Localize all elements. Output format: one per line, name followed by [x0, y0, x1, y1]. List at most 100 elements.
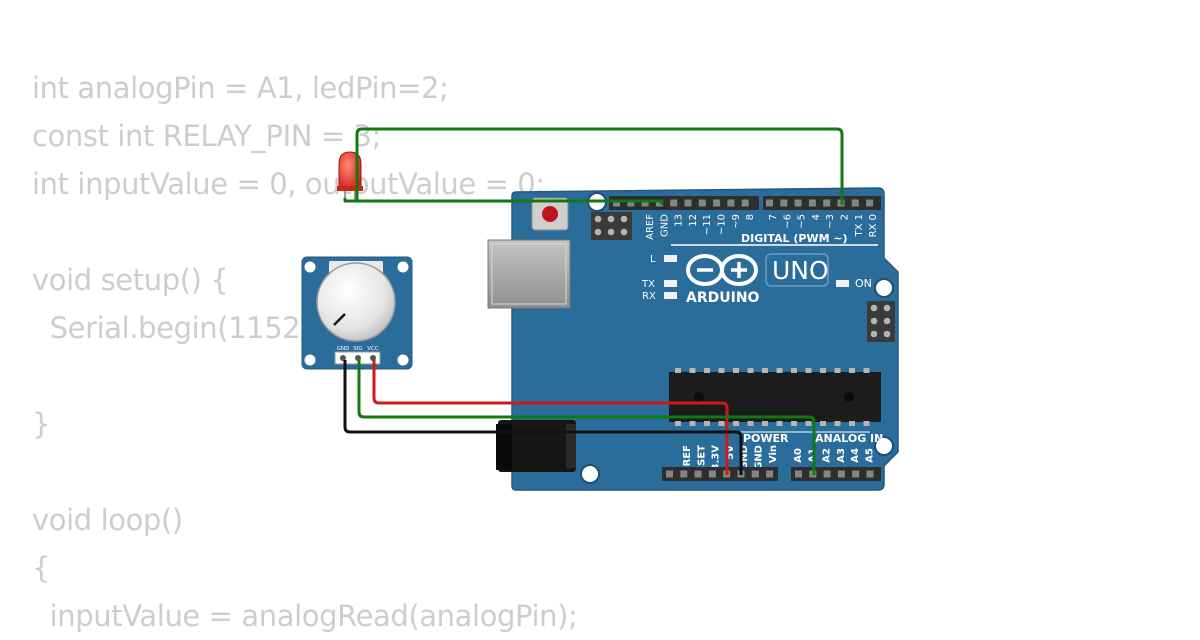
analog-header-label: ANALOG IN — [815, 432, 883, 445]
header-pin-hole[interactable] — [866, 470, 874, 478]
header-pin-hole[interactable] — [837, 470, 845, 478]
header-pin-hole[interactable] — [866, 199, 874, 207]
red-led[interactable] — [337, 151, 363, 200]
pin-label: GND — [754, 445, 765, 470]
pin-label: ~3 — [825, 214, 836, 229]
pin-label: 5V — [725, 445, 736, 460]
dc-power-jack — [496, 420, 576, 472]
header-pin-hole[interactable] — [680, 470, 688, 478]
pin-label: A3 — [836, 448, 847, 463]
pot-pin-label: SIG — [353, 346, 362, 352]
header-pin-hole[interactable] — [795, 470, 802, 478]
code-line: const int RELAY_PIN = 3; — [32, 119, 381, 153]
usb-connector — [487, 239, 571, 309]
header-pin-hole[interactable] — [766, 199, 773, 207]
header-pin-hole[interactable] — [808, 199, 816, 207]
pin-label: ~10 — [717, 214, 728, 235]
code-line: void setup() { — [32, 263, 229, 297]
mounting-hole — [874, 278, 894, 298]
pin-label: ~6 — [782, 214, 793, 229]
code-line: int analogPin = A1, ledPin=2; — [32, 71, 449, 105]
pin-label: RX 0 — [868, 214, 879, 237]
pin-label: RESET — [696, 445, 707, 481]
header-pin-hole[interactable] — [780, 199, 788, 207]
pin-label: ~9 — [731, 214, 742, 229]
pot-pin-label: VCC — [367, 346, 379, 352]
wire-pot-gnd-to-gnd[interactable] — [343, 360, 743, 475]
pin-label: A4 — [850, 448, 861, 463]
code-line: int inputValue = 0, outputValue = 0; — [32, 167, 545, 201]
wire-led-to-gnd[interactable] — [343, 198, 664, 205]
header-pin-hole[interactable] — [794, 199, 802, 207]
arduino-logo-icon — [686, 254, 758, 286]
pin-label: 8 — [745, 214, 756, 220]
header-pin-hole[interactable] — [727, 199, 735, 207]
pin-label: A5 — [865, 448, 876, 463]
header-pin-hole[interactable] — [684, 199, 692, 207]
header-pin-hole[interactable] — [613, 199, 620, 207]
brand-label: ARDUINO — [686, 290, 760, 306]
wires — [343, 127, 844, 475]
reset-button[interactable] — [531, 197, 569, 231]
pin-label: A0 — [793, 448, 804, 463]
power-header-label: POWER — [743, 432, 789, 445]
header-pin-hole[interactable] — [655, 199, 663, 207]
led-tx-label: TX — [641, 279, 655, 290]
header-pin-hole[interactable] — [823, 470, 831, 478]
mounting-hole — [874, 436, 894, 456]
header-pin-hole[interactable] — [851, 199, 859, 207]
code-line: } — [32, 407, 51, 441]
code-line: { — [32, 551, 51, 585]
code-editor-background: int analogPin = A1, ledPin=2; const int R… — [32, 64, 578, 640]
potentiometer-knob[interactable] — [316, 262, 396, 342]
header-pin-hole[interactable] — [751, 470, 759, 478]
header-pin-hole[interactable] — [694, 470, 702, 478]
pin-label: 2 — [840, 214, 851, 220]
wire-pot-vcc-to-5v[interactable] — [372, 360, 729, 475]
atmega-microcontroller-chip — [669, 368, 881, 426]
header-pin-hole[interactable] — [670, 199, 678, 207]
header-pin-hole[interactable] — [713, 199, 721, 207]
header-pin-hole[interactable] — [698, 199, 706, 207]
digital-header — [609, 196, 881, 210]
pin-label: 7 — [768, 214, 779, 220]
led-l-label: L — [650, 254, 656, 265]
status-leds — [664, 255, 849, 299]
header-pin-hole[interactable] — [641, 199, 649, 207]
pin-label: A2 — [822, 448, 833, 463]
header-pin-hole[interactable] — [708, 470, 716, 478]
pin-label: AREF — [645, 214, 656, 240]
icsp-header-top — [591, 212, 632, 240]
code-line: void loop() — [32, 503, 183, 537]
pin-label: Vin — [768, 445, 779, 463]
header-pin-hole[interactable] — [766, 470, 774, 478]
pin-label: GND — [739, 445, 750, 470]
led-rx-label: RX — [642, 291, 656, 302]
wire-led-to-pin-2[interactable] — [355, 127, 844, 205]
pin-label: ~11 — [702, 214, 713, 235]
header-pin-hole[interactable] — [627, 199, 635, 207]
digital-header-label: DIGITAL (PWM ~) — [741, 232, 848, 245]
icsp-header-right — [867, 301, 895, 342]
header-pin-hole[interactable] — [852, 470, 860, 478]
knob-pointer — [333, 313, 346, 326]
power-analog-headers — [662, 467, 881, 481]
pin-label: GND — [659, 214, 670, 237]
mounting-hole — [580, 464, 600, 484]
led-on-label: ON — [855, 277, 872, 290]
pin-label: TX 1 — [854, 214, 865, 238]
pin-label: ~5 — [797, 214, 808, 229]
pin-label: 13 — [674, 214, 685, 227]
header-pin-hole[interactable] — [741, 199, 749, 207]
pin-label: 3.3V — [711, 445, 722, 471]
wire-pot-sig-to-a1[interactable] — [357, 360, 816, 475]
header-pin-hole[interactable] — [666, 470, 673, 478]
header-pin-hole[interactable] — [823, 199, 831, 207]
